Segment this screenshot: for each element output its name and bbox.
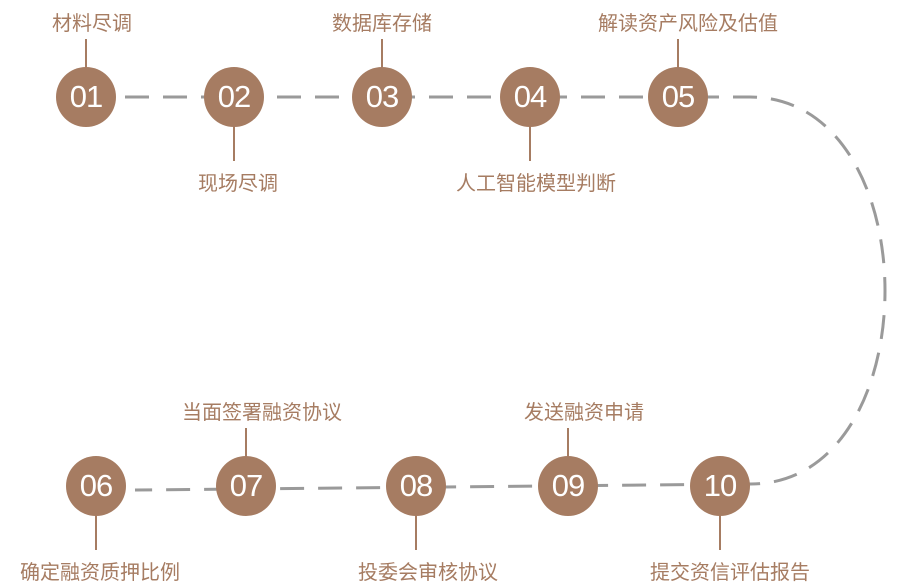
step-label-05: 解读资产风险及估值 — [598, 11, 778, 35]
connector-line — [529, 125, 531, 161]
step-circle-07: 07 — [216, 456, 276, 516]
step-label-01: 材料尽调 — [52, 11, 132, 35]
step-circle-06: 06 — [66, 456, 126, 516]
connector-line — [719, 514, 721, 550]
step-circle-04: 04 — [500, 67, 560, 127]
connector-line — [85, 39, 87, 69]
connector-line — [233, 125, 235, 161]
step-circle-05: 05 — [648, 67, 708, 127]
connector-line — [381, 39, 383, 69]
step-label-04: 人工智能模型判断 — [456, 171, 616, 195]
step-label-08: 投委会审核协议 — [358, 560, 498, 583]
step-label-07: 当面签署融资协议 — [182, 400, 342, 424]
connector-line — [95, 514, 97, 550]
step-circle-01: 01 — [56, 67, 116, 127]
step-label-10: 提交资信评估报告 — [650, 560, 810, 583]
step-circle-03: 03 — [352, 67, 412, 127]
step-label-02: 现场尽调 — [198, 171, 278, 195]
step-label-06: 确定融资质押比例 — [20, 560, 180, 583]
step-circle-09: 09 — [538, 456, 598, 516]
connector-line — [245, 428, 247, 458]
step-label-09: 发送融资申请 — [524, 400, 644, 424]
step-circle-10: 10 — [690, 456, 750, 516]
connector-line — [567, 428, 569, 458]
step-label-03: 数据库存储 — [332, 11, 432, 35]
connector-line — [415, 514, 417, 550]
connector-line — [677, 39, 679, 69]
step-circle-02: 02 — [204, 67, 264, 127]
step-circle-08: 08 — [386, 456, 446, 516]
